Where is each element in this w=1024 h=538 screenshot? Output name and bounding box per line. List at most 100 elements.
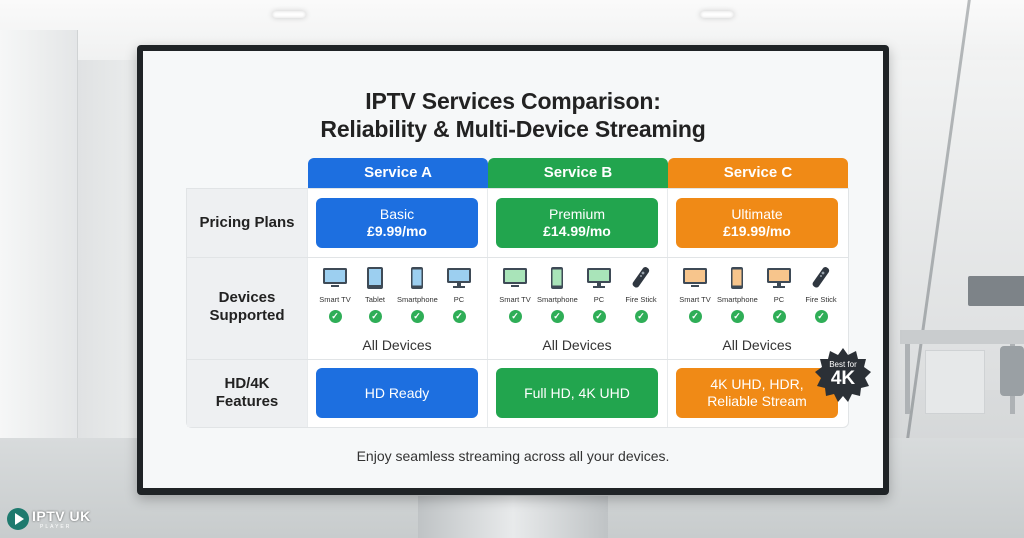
logo-text: IPTV UK [32,508,91,524]
feature-text: 4K UHD, HDR, [710,376,804,392]
device-pc: PC ✓ [439,267,479,323]
row-label-pricing: Pricing Plans [199,214,295,231]
device-smart-tv: Smart TV ✓ [495,267,535,323]
device-label: Smart TV [679,295,711,304]
column-divider [307,189,308,427]
background-monitor [968,276,1006,306]
device-label: PC [453,295,465,304]
device-fire-stick: Fire Stick ✓ [621,267,661,323]
device-label: Smartphone [717,295,758,304]
pricing-pill-service-b: Premium £14.99/mo [496,198,658,248]
device-smartphone: Smartphone ✓ [537,267,578,323]
column-divider [487,189,488,427]
device-label: Smartphone [537,295,578,304]
row-divider [187,359,848,360]
device-pc: PC ✓ [759,267,799,323]
device-label: Smartphone [397,295,438,304]
badge-text-large: 4K [830,368,856,389]
plan-name: Premium [548,206,605,222]
smart-tv-icon [323,268,347,287]
row-label-column [187,189,307,427]
smartphone-icon [731,267,743,289]
column-divider [667,189,668,427]
ceiling-light [272,11,306,18]
row-label-hd-1: HD/4K [224,375,270,392]
plan-price: £14.99/mo [543,223,611,239]
all-devices-label-service-a: All Devices [362,337,432,353]
feature-text: Reliable Stream [707,393,807,409]
check-icon: ✓ [730,310,744,323]
row-label-hd-2: Features [215,393,279,410]
feature-text: HD Ready [364,384,430,401]
logo-subtext: PLAYER [40,524,72,530]
best-for-4k-badge: Best for 4K [815,347,871,403]
fire-stick-remote-icon [632,267,650,288]
check-icon: ✓ [508,310,522,323]
badge-text-small: Best for [829,360,857,369]
background-chair [1000,346,1024,396]
row-divider [187,257,848,258]
pc-icon [587,268,611,288]
smartphone-icon [551,267,563,289]
check-icon: ✓ [772,310,786,323]
device-smart-tv: Smart TV ✓ [315,267,355,323]
device-label: Smart TV [319,295,351,304]
comparison-table: Pricing Plans Devices Supported HD/4K Fe… [186,188,849,428]
row-label-devices-2: Supported [209,307,285,324]
column-header-service-c: Service C [668,158,848,188]
check-icon: ✓ [550,310,564,323]
smartphone-icon [411,267,423,289]
check-icon: ✓ [368,310,382,323]
device-pc: PC ✓ [579,267,619,323]
background-monitor [1000,276,1024,306]
device-label: Smart TV [499,295,531,304]
device-label: Fire Stick [805,295,837,304]
footer-tagline: Enjoy seamless streaming across all your… [356,448,670,464]
device-label: Tablet [364,295,385,304]
device-fire-stick: Fire Stick ✓ [801,267,841,323]
check-icon: ✓ [592,310,606,323]
feature-pill-service-c: 4K UHD, HDR, Reliable Stream [676,368,838,418]
background-cabinet [925,350,985,414]
column-header-service-b: Service B [488,158,668,188]
pricing-pill-service-c: Ultimate £19.99/mo [676,198,838,248]
check-icon: ✓ [688,310,702,323]
device-label: Fire Stick [625,295,657,304]
device-smart-tv: Smart TV ✓ [675,267,715,323]
column-header-service-a: Service A [308,158,488,188]
starburst-badge-icon [815,348,871,402]
plan-name: Ultimate [731,206,783,222]
fire-stick-remote-icon [812,267,830,288]
check-icon: ✓ [410,310,424,323]
device-smartphone: Smartphone ✓ [717,267,758,323]
smart-tv-icon [503,268,527,287]
plan-price: £9.99/mo [367,223,427,239]
monitor-screen: IPTV Services Comparison: Reliability & … [143,51,883,488]
tablet-icon [367,267,383,289]
page-title-line1: IPTV Services Comparison: [365,88,661,114]
display-monitor: IPTV Services Comparison: Reliability & … [137,45,889,495]
check-icon: ✓ [328,310,342,323]
all-devices-label-service-b: All Devices [542,337,612,353]
background-desk [900,330,1024,344]
check-icon: ✓ [814,310,828,323]
ceiling-light [700,11,734,18]
row-label-devices-1: Devices [218,289,276,306]
device-tablet: Tablet ✓ [355,267,395,323]
play-logo-icon [7,508,29,530]
monitor-stand [418,496,608,538]
all-devices-label-service-c: All Devices [722,337,792,353]
feature-text: Full HD, 4K UHD [524,384,630,401]
pc-icon [767,268,791,288]
check-icon: ✓ [452,310,466,323]
page-title-line2: Reliability & Multi-Device Streaming [320,116,706,142]
pc-icon [447,268,471,288]
device-label: PC [593,295,605,304]
plan-price: £19.99/mo [723,223,791,239]
device-smartphone: Smartphone ✓ [397,267,438,323]
feature-pill-service-a: HD Ready [316,368,478,418]
plan-name: Basic [379,206,415,222]
check-icon: ✓ [634,310,648,323]
brand-logo: IPTV UK PLAYER [6,505,106,533]
desk-leg [905,344,910,414]
